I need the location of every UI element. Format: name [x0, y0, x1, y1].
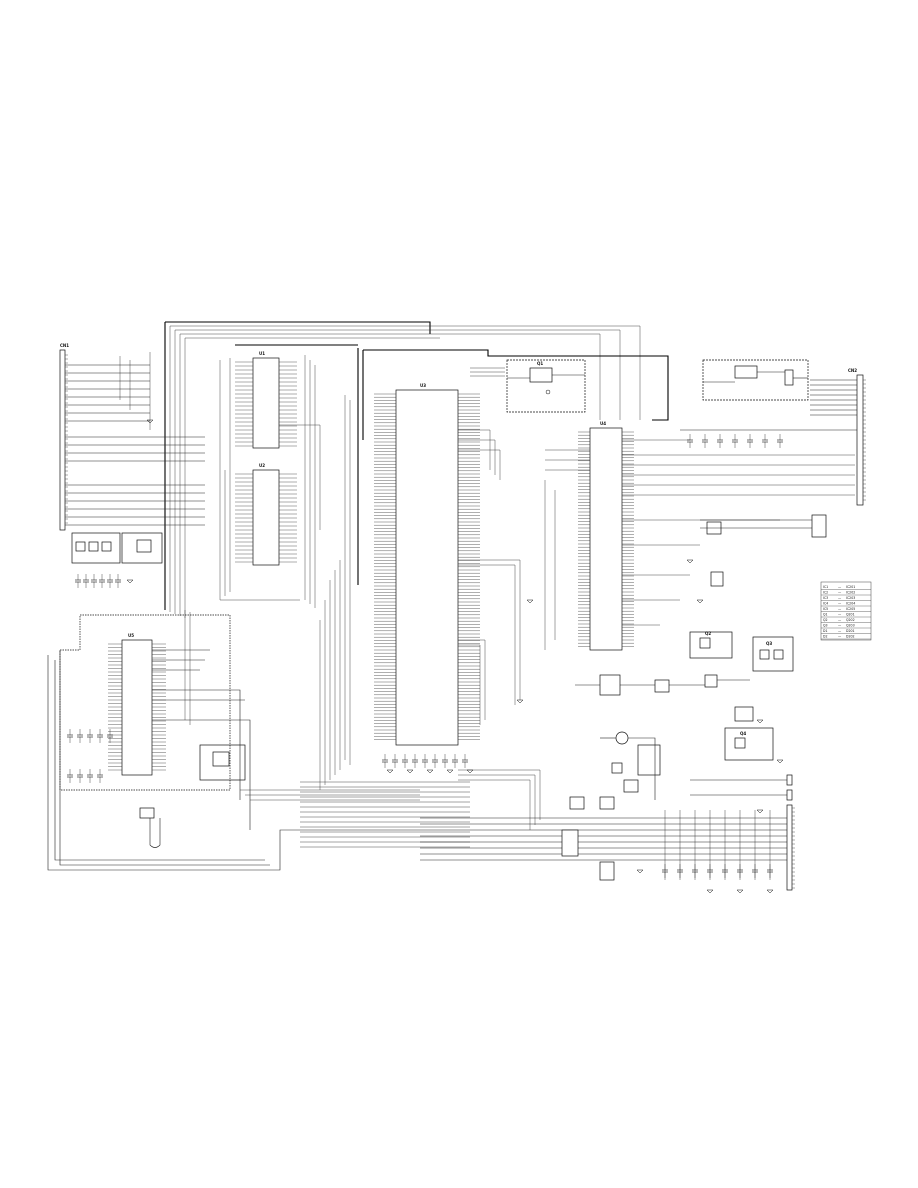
legend-cell: D202	[846, 635, 855, 639]
legend-cell: —	[838, 618, 842, 622]
ground-icon	[766, 889, 774, 894]
svg-text:Q1: Q1	[537, 361, 543, 366]
left-transistor-block	[71, 532, 163, 564]
ic-u2: U2	[235, 463, 297, 566]
top-bus-wires	[164, 321, 669, 618]
ic-u3: U3	[374, 383, 480, 746]
ic-u1-label: U1	[259, 351, 265, 356]
ic-u5: U5	[108, 633, 166, 776]
ground-icon	[696, 599, 704, 604]
lower-left-frame	[47, 610, 420, 871]
legend-cell: —	[838, 624, 842, 628]
legend-cell: IC5	[823, 607, 828, 611]
ground-icon	[466, 769, 474, 774]
cn2-wires	[680, 379, 857, 431]
ground-icon	[706, 889, 714, 894]
ic-u5-label: U5	[128, 633, 134, 638]
ground-icon	[386, 769, 394, 774]
ic-u1: U1	[235, 351, 297, 449]
right-capacitor-row	[687, 434, 783, 448]
u1-u2-bus	[219, 355, 321, 608]
legend-cell: Q3	[823, 624, 828, 628]
regulator-block	[575, 674, 750, 696]
legend-cell: IC2	[823, 591, 828, 595]
ground-icon	[516, 699, 524, 704]
legend-cell: Q202	[846, 618, 855, 622]
lower-left-capacitor-row	[67, 729, 113, 783]
connector-cn2: CN2	[848, 368, 866, 506]
subcircuit-q3-label: Q3	[766, 641, 772, 646]
ground-icon	[526, 599, 534, 604]
top-center-power-block: Q1	[506, 359, 586, 413]
legend-cell: —	[838, 629, 842, 633]
legend-cell: IC1	[823, 585, 828, 589]
legend-cell: Q201	[846, 613, 855, 617]
bottom-capacitor-row	[662, 864, 773, 878]
bottom-right-wiring	[420, 779, 787, 881]
legend-cell: IC204	[846, 602, 855, 606]
legend-cell: —	[838, 585, 842, 589]
legend-cell: —	[838, 635, 842, 639]
ic-u3-label: U3	[420, 383, 426, 388]
ground-icon	[446, 769, 454, 774]
u3-left-bus	[319, 395, 521, 790]
ground-icon	[406, 769, 414, 774]
ground-icon	[686, 559, 694, 564]
legend-cell: —	[838, 607, 842, 611]
subcircuit-q2-label: Q2	[705, 631, 711, 636]
ic-u2-label: U2	[259, 463, 265, 468]
left-capacitor-row	[75, 574, 121, 588]
ground-icon	[756, 719, 764, 724]
connector-cn1: CN1	[59, 343, 69, 531]
cn1-fanout-wires	[65, 352, 205, 526]
right-mid-connector	[700, 514, 827, 587]
connector-cn1-label: CN1	[60, 343, 69, 348]
legend-cell: —	[838, 596, 842, 600]
legend-cell: IC201	[846, 585, 855, 589]
subcircuit-q4: Q4	[724, 706, 774, 761]
ground-symbols	[126, 419, 784, 894]
bottom-right-connector	[786, 774, 795, 891]
legend-cell: D1	[823, 629, 827, 633]
connector-cn2-label: CN2	[848, 368, 857, 373]
legend-cell: IC4	[823, 602, 828, 606]
legend-cell: D201	[846, 629, 855, 633]
top-right-module	[702, 359, 809, 401]
ic-u4-label: U4	[600, 421, 606, 426]
legend-cell: IC203	[846, 596, 855, 600]
legend-cell: Q2	[823, 618, 828, 622]
legend-cell: Q203	[846, 624, 855, 628]
transistor-mid	[600, 731, 661, 800]
subcircuit-q3: Q3	[752, 636, 794, 672]
legend-cell: IC3	[823, 596, 828, 600]
legend-cell: D2	[823, 635, 827, 639]
center-bottom-bus	[300, 754, 470, 848]
legend-cell: —	[838, 591, 842, 595]
legend-cell: —	[838, 613, 842, 617]
legend-cell: Q1	[823, 613, 828, 617]
legend-cell: IC202	[846, 591, 855, 595]
ic-u4: U4	[578, 421, 634, 651]
legend-cell: IC205	[846, 607, 855, 611]
ground-icon	[776, 759, 784, 764]
center-right-crosswires	[240, 769, 541, 830]
ground-icon	[126, 579, 134, 584]
ground-icon	[756, 809, 764, 814]
ground-icon	[426, 769, 434, 774]
subcircuit-q2: Q2	[689, 631, 733, 659]
subcircuit-q4-label: Q4	[740, 731, 746, 736]
ground-icon	[636, 869, 644, 874]
ground-icon	[146, 419, 154, 424]
ground-icon	[736, 889, 744, 894]
legend-cell: —	[838, 602, 842, 606]
